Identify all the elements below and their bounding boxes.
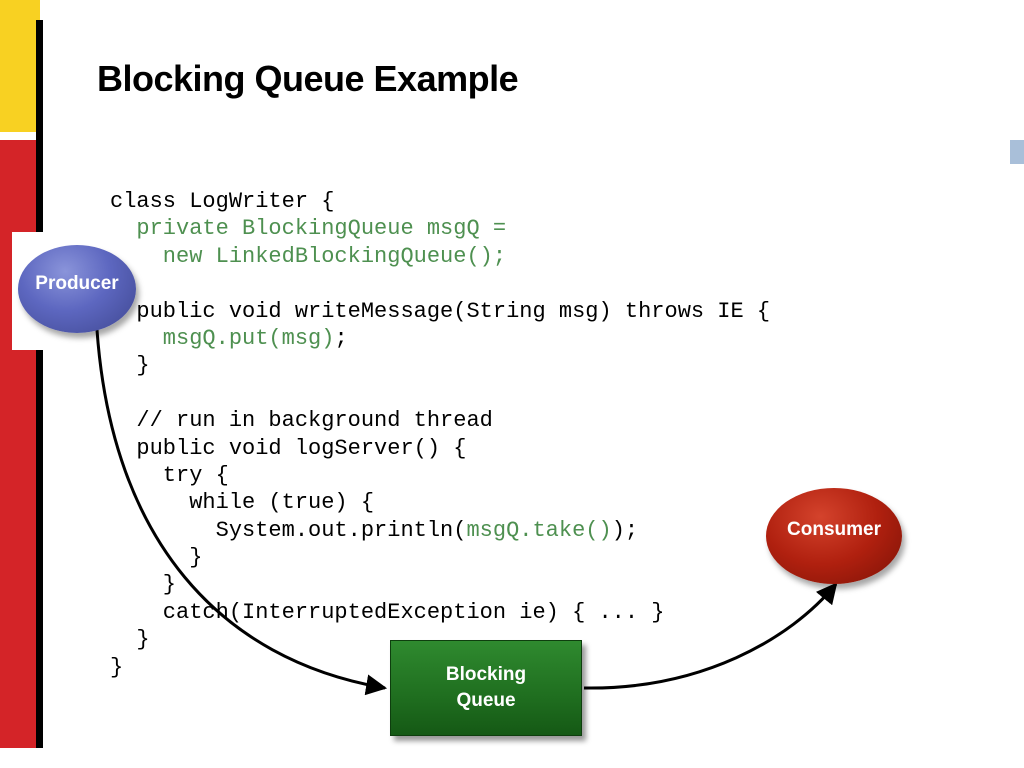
- code-token: private BlockingQueue msgQ =: [110, 216, 507, 242]
- code-token: }: [110, 545, 203, 571]
- queue-label-line1: Blocking: [445, 664, 527, 685]
- code-line: while (true) {: [110, 489, 770, 516]
- blocking-queue-node: Blocking Queue: [390, 640, 582, 736]
- code-token: msgQ.put(msg): [110, 325, 335, 351]
- code-token: // run in background thread: [110, 408, 493, 434]
- code-token: System.out.println(: [110, 517, 467, 543]
- code-token: }: [110, 572, 177, 598]
- code-line: }: [110, 544, 770, 571]
- code-line: [110, 380, 770, 407]
- code-token: public void logServer() {: [110, 435, 467, 461]
- code-line: public void logServer() {: [110, 435, 770, 462]
- consumer-node: Consumer: [766, 488, 902, 584]
- code-line: }: [110, 352, 770, 379]
- code-line: class LogWriter {: [110, 188, 770, 215]
- code-block: class LogWriter { private BlockingQueue …: [110, 188, 770, 681]
- code-token: new LinkedBlockingQueue();: [110, 243, 507, 269]
- code-token: public void writeMessage(String msg) thr…: [110, 298, 771, 324]
- code-line: // run in background thread: [110, 407, 770, 434]
- corner-marker: [1010, 140, 1024, 164]
- queue-label-line2: Queue: [456, 690, 516, 711]
- producer-node: Producer: [18, 245, 136, 333]
- code-token: }: [110, 654, 124, 680]
- code-token: }: [110, 627, 150, 653]
- code-token: try {: [110, 462, 229, 488]
- code-token: msgQ.take(): [466, 517, 612, 543]
- consumer-label: Consumer: [787, 519, 881, 540]
- code-token: );: [611, 517, 639, 543]
- code-token: while (true) {: [110, 490, 375, 516]
- code-line: [110, 270, 770, 297]
- code-line: try {: [110, 462, 770, 489]
- slide-title: Blocking Queue Example: [97, 58, 519, 99]
- code-line: msgQ.put(msg);: [110, 325, 770, 352]
- code-token: ;: [334, 325, 348, 351]
- code-line: new LinkedBlockingQueue();: [110, 243, 770, 270]
- accent-bar-black: [36, 20, 43, 748]
- code-token: class LogWriter {: [110, 189, 335, 214]
- accent-bar-yellow: [0, 0, 40, 132]
- code-line: private BlockingQueue msgQ =: [110, 215, 770, 242]
- code-token: catch(InterruptedException ie) { ... }: [110, 599, 665, 625]
- code-line: public void writeMessage(String msg) thr…: [110, 298, 770, 325]
- producer-label: Producer: [35, 273, 119, 294]
- code-line: catch(InterruptedException ie) { ... }: [110, 599, 770, 626]
- code-token: }: [110, 353, 150, 379]
- code-line: System.out.println(msgQ.take());: [110, 517, 770, 544]
- code-line: }: [110, 571, 770, 598]
